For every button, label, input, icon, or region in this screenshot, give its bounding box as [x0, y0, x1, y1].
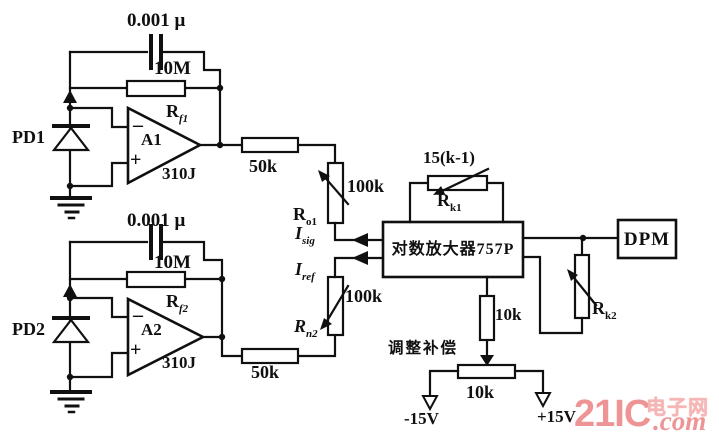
trim-pot-10k-icon: [456, 363, 517, 380]
ch2-var-arrowhead: [320, 318, 332, 330]
iref-arrow-icon: [352, 251, 368, 265]
ch2-resistor-50k-icon: [240, 347, 300, 365]
ch1-ground-icon: [50, 196, 92, 220]
ch1-junction-dots: [66, 84, 224, 190]
a2-part-number: 310J: [162, 353, 196, 372]
log-amp-box: [381, 220, 525, 279]
trim-pot-label: 10k: [466, 382, 495, 402]
a2-plus-sign: +: [130, 339, 142, 361]
ro1-label: Ro1: [293, 204, 317, 228]
vneg-wire: [428, 369, 460, 398]
a1-part-number: 310J: [162, 164, 196, 183]
rk1-var-arrowhead: [433, 186, 445, 195]
ch1-cap-value: 0.001 μ: [127, 10, 186, 31]
channel2-circuit: [50, 224, 385, 414]
ch2-100k-label: 100k: [345, 286, 383, 306]
ch1-50k-label: 50k: [249, 156, 278, 176]
watermark-brand: 21IC: [574, 393, 651, 435]
ch2-ground-icon: [50, 390, 92, 414]
rk1-var-arrow: [438, 167, 490, 194]
ch1-resistor-100k-icon: [326, 161, 345, 225]
rk1-label: Rk1: [437, 190, 462, 214]
trim-label: 调整补偿: [388, 340, 459, 357]
rn2-label: Rn2: [294, 316, 318, 340]
ch1-10m-label: 10M: [154, 58, 191, 79]
a1-name: A1: [141, 130, 162, 149]
rk2-label: Rk2: [592, 298, 617, 322]
rf2-label: Rf2: [166, 291, 189, 315]
vneg-terminal-icon: [421, 395, 439, 412]
iref-label: Iref: [295, 259, 315, 283]
isig-label: Isig: [295, 223, 315, 247]
ch1-var-arrow: [320, 172, 350, 206]
a2-name: A2: [141, 320, 162, 339]
rk2-feedback-wire: [521, 255, 584, 335]
ch1-inverting-input-wire: [68, 106, 130, 129]
watermark-tld: .com: [653, 406, 707, 436]
ch2-cap-value: 0.001 μ: [127, 210, 186, 231]
channel1-circuit: [50, 34, 385, 247]
a1-plus-sign: +: [130, 149, 142, 171]
vpos-terminal-icon: [534, 392, 552, 409]
watermark-site-name: 电子网: [646, 397, 709, 419]
a1-minus-sign: –: [133, 114, 143, 136]
ch1-resistor-10m-icon: [125, 79, 187, 98]
ch1-diode-triangle: [51, 126, 91, 152]
ch2-inverting-input-wire: [68, 296, 130, 319]
log-amp-circuit: [381, 167, 620, 412]
ch2-var-arrow: [322, 284, 350, 328]
dpm-box: [616, 218, 678, 260]
log-amp-title: 对数放大器757P: [391, 240, 515, 258]
pd1-label: PD1: [12, 127, 45, 147]
ch2-50k-label: 50k: [251, 362, 280, 382]
ch2-10m-label: 10M: [154, 252, 191, 273]
ch2-capacitor-icon: [149, 224, 163, 260]
opamp-a1-icon: [126, 105, 203, 186]
rk2-var-arrow: [569, 272, 598, 307]
rk2-var-arrowhead: [567, 269, 578, 281]
vneg-label: -15V: [404, 409, 439, 428]
ch2-photodiode-arrow-icon: [63, 284, 77, 297]
opamp-a2-icon: [126, 296, 206, 378]
rk1-value-label: 15(k-1): [423, 148, 475, 167]
dpm-label: DPM: [623, 228, 671, 250]
vpos-wire: [513, 369, 545, 395]
ch1-capacitor-icon: [149, 34, 163, 70]
a2-minus-sign: –: [133, 304, 143, 326]
pd2-label: PD2: [12, 319, 45, 339]
ch2-junction-dots: [66, 275, 226, 381]
ch1-100k-label: 100k: [347, 176, 385, 196]
ch2-noninverting-input-wire: [68, 351, 130, 379]
ch1-photodiode-arrow-icon: [63, 90, 77, 103]
isig-arrow-icon: [352, 233, 368, 247]
rf1-label: Rf1: [166, 101, 189, 125]
vpos-label: +15V: [537, 407, 576, 426]
ch2-diode-triangle: [51, 318, 91, 344]
offset-10k-label: 10k: [495, 305, 522, 324]
ch2-resistor-10m-icon: [125, 270, 187, 289]
ch1-noninverting-input-wire: [68, 161, 130, 188]
wiper-arrow-icon: [480, 355, 494, 366]
ch1-resistor-50k-icon: [240, 136, 300, 154]
ch1-feedback-cap-wire: [68, 50, 222, 147]
ch1-var-arrowhead: [318, 170, 330, 182]
ch2-feedback-cap-wire: [68, 240, 224, 339]
resistor-10k-icon: [478, 294, 496, 342]
